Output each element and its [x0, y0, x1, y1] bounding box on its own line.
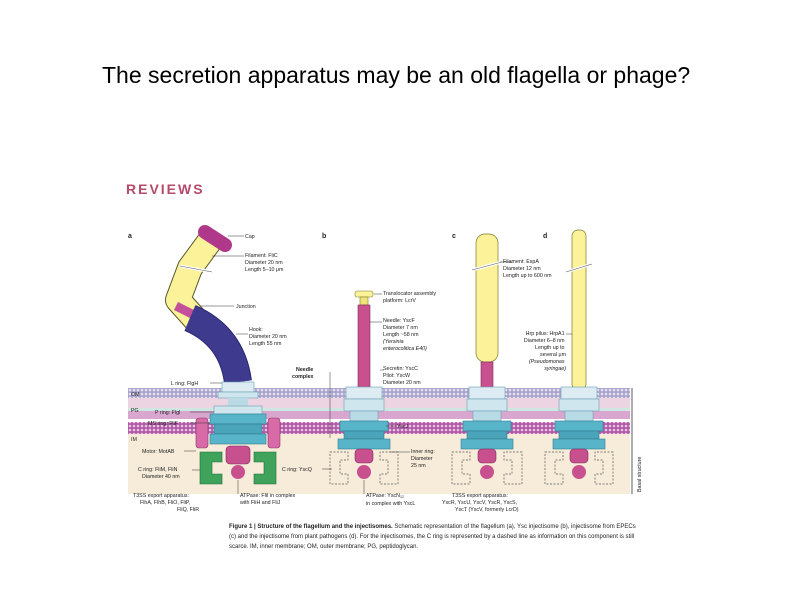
label-cap: Cap	[245, 234, 255, 240]
caption-text: Schematic representation of the flagellu…	[229, 524, 636, 550]
label-secretin: Secretin: YscC Pilot: YscW Diameter 20 n…	[383, 366, 421, 386]
figure-caption: Figure 1 | Structure of the flagellum an…	[229, 522, 639, 552]
om-label: OM	[131, 392, 140, 398]
label-junction: Junction	[236, 304, 256, 310]
panel-label-b: b	[322, 233, 326, 240]
ysc-leader-lines	[322, 293, 410, 494]
label-pseudomonas: (Pseudomonas syringae)	[529, 359, 566, 372]
label-hook: Hook: Diameter 20 nm Length 55 nm	[249, 327, 288, 347]
basal-structure-label: Basal structure	[637, 457, 643, 492]
label-atpase-ysc: ATPase: YscN12 in complex with YscL	[366, 493, 415, 507]
label-export-flagellum: T3SS export apparatus: FlhA, FlhB, FliO,…	[133, 493, 199, 513]
panel-label-d: d	[543, 233, 547, 240]
label-export-ysc: T3SS export apparatus: YscR, YscU, YscV,…	[442, 493, 519, 513]
flagellum-drawing	[165, 225, 281, 485]
ysc-injectisome-drawing	[329, 290, 399, 485]
label-c-ring-flagellum: C ring: FliM, FliN Diameter 40 nm	[138, 467, 180, 480]
label-motor: Motor: MotAB	[142, 449, 175, 455]
label-atpase-flagellum: ATPase: FliI in complex with FliH and Fl…	[240, 493, 297, 506]
label-translocator: Translocator assembly platform: LcrV	[383, 291, 438, 304]
label-yscj: YscJ	[397, 424, 409, 430]
label-p-ring: P ring: FlgI	[155, 410, 181, 416]
label-needle: Needle: YscF Diameter 7 nm Length ~58 nm	[383, 318, 419, 338]
slide-title: The secretion apparatus may be an old fl…	[102, 62, 691, 88]
label-ms-ring: MS ring: FliF	[148, 421, 179, 427]
caption-title: Figure 1 | Structure of the flagellum an…	[229, 524, 393, 530]
label-hrpa: Hrp pilus: HrpA1 Diameter 6–8 nm Length …	[524, 331, 567, 358]
label-filament-flic: Filament: FliC Diameter 20 nm Length 5–1…	[245, 253, 284, 273]
im-label: IM	[131, 437, 137, 443]
label-needle-species: (Yersinia enterocolitica E40)	[383, 339, 427, 352]
plant-injectisome-drawing	[544, 229, 614, 485]
panel-label-a: a	[128, 233, 132, 240]
label-espa: Filament: EspA Diameter 12 nm Length up …	[503, 259, 552, 279]
journal-header: REVIEWS	[126, 181, 205, 197]
panel-label-c: c	[452, 233, 456, 240]
label-l-ring: L ring: FlgH	[171, 381, 198, 387]
pg-lower-band	[128, 411, 630, 419]
label-needle-complex: Needle complex	[292, 367, 315, 380]
flagellum-labels	[184, 235, 248, 494]
label-c-ring-ysc: C ring: YscQ	[282, 467, 312, 473]
pg-label: PG	[131, 408, 139, 414]
epec-injectisome-drawing	[451, 233, 523, 485]
label-inner-ring: Inner ring: Diameter 25 nm	[411, 449, 436, 469]
